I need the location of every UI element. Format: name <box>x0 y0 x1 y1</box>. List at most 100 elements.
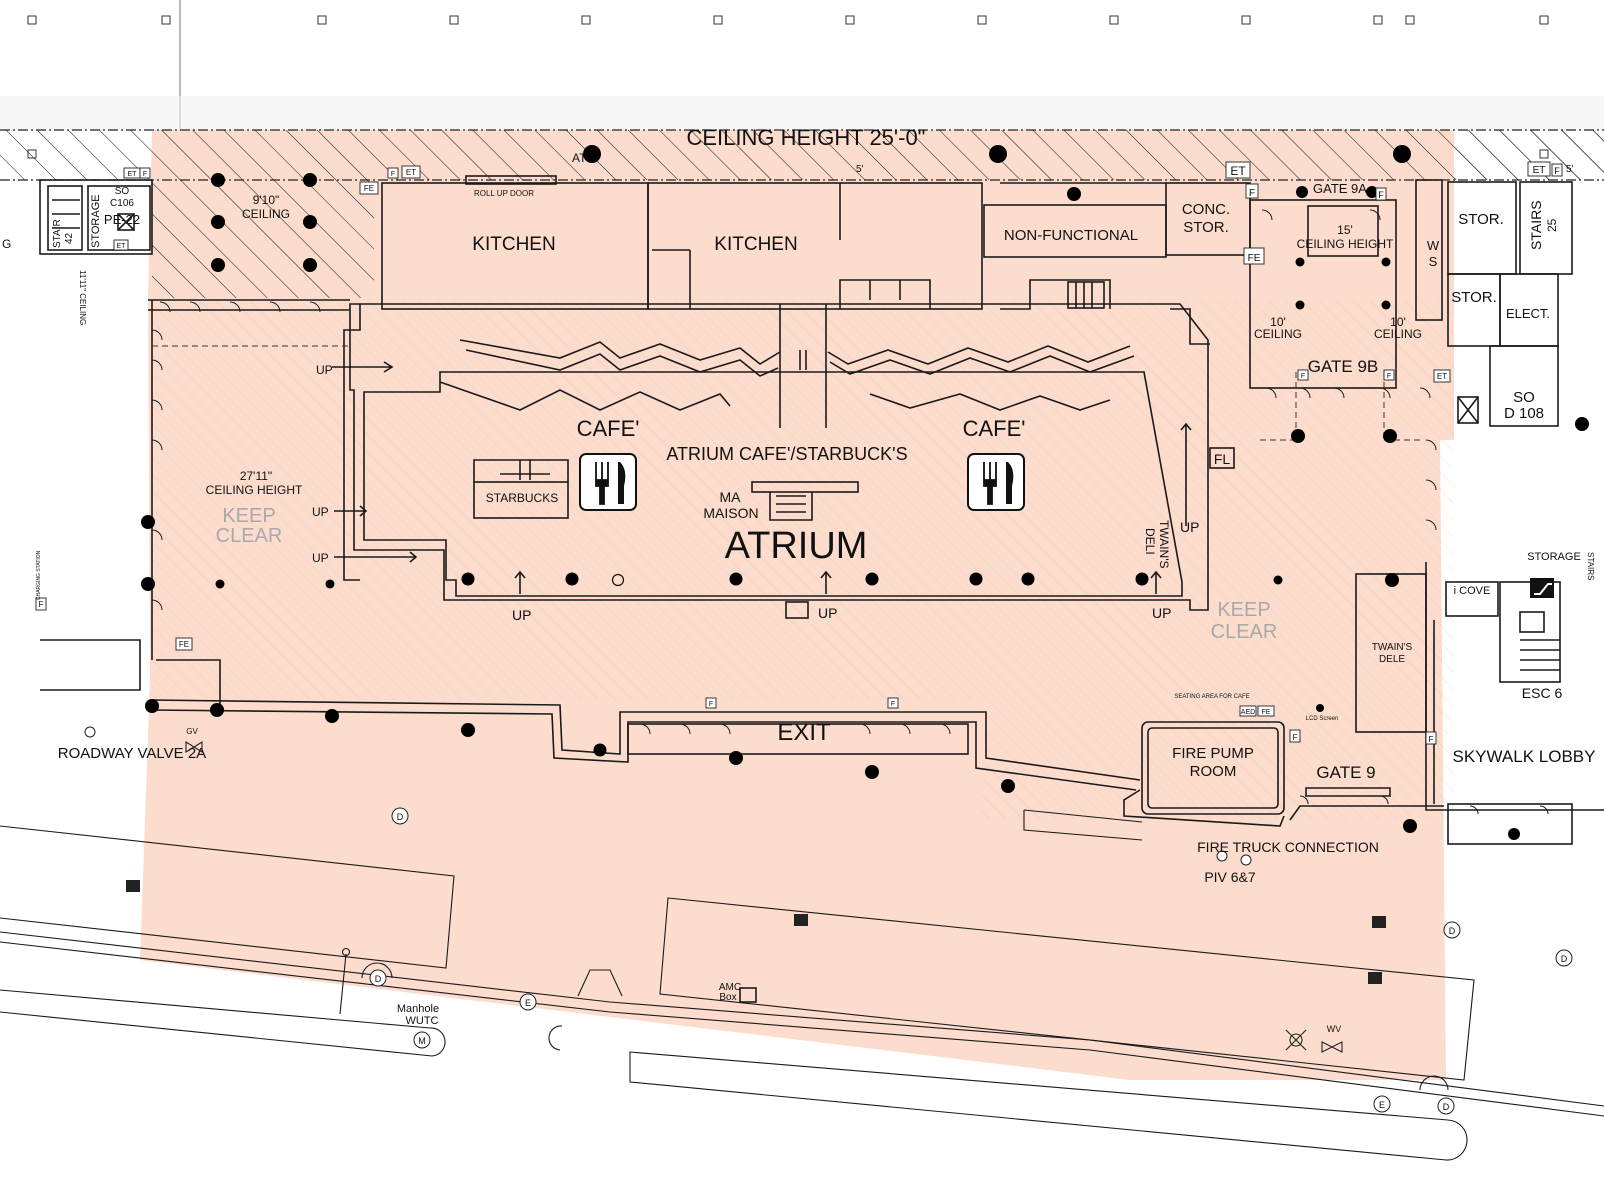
ceiling-10-left: 10' <box>1270 315 1286 329</box>
f-tag: F <box>1301 373 1305 380</box>
stor-2: STOR. <box>1451 289 1497 306</box>
ceiling-height-label: CEILING HEIGHT 25'-0" <box>686 125 925 150</box>
f-tag: F <box>391 171 395 178</box>
so-d108-b: D 108 <box>1504 405 1544 422</box>
non-functional: NON-FUNCTIONAL <box>1004 227 1138 244</box>
conc-stor-2: STOR. <box>1183 219 1229 236</box>
esc-6: ESC 6 <box>1522 685 1563 701</box>
f-tag: F <box>891 701 895 708</box>
at-mark: AT <box>572 151 587 165</box>
so-room: C106 <box>110 198 134 209</box>
site-symbols <box>84 726 1573 1115</box>
d-symbol: D <box>1443 1102 1450 1112</box>
fork-knife-icon <box>967 453 1025 511</box>
up-label: UP <box>312 551 329 565</box>
charging-station: CHARGING STATION <box>36 550 42 600</box>
maison-label: MAISON <box>703 505 758 521</box>
escalator-icon <box>1530 578 1554 598</box>
ws-s: S <box>1429 254 1438 269</box>
storage-east: STORAGE <box>1527 551 1581 563</box>
stair-label: STAIR <box>52 219 63 248</box>
gate-9: GATE 9 <box>1316 763 1375 782</box>
pe-label: PE-22 <box>104 212 140 227</box>
up-label: UP <box>818 605 837 621</box>
stair-number: 42 <box>64 232 75 244</box>
d-symbol: D <box>1449 926 1456 936</box>
kitchen-1: KITCHEN <box>472 234 555 255</box>
f-tag: F <box>1429 735 1434 744</box>
ceiling-10-right: 10' <box>1390 315 1406 329</box>
ceiling-9-10-b: CEILING <box>242 207 290 221</box>
manhole-label-b: WUTC <box>406 1015 439 1027</box>
f-tag: F <box>1378 190 1384 200</box>
keep-clear-east-b: CLEAR <box>1211 621 1278 643</box>
cafe-left: CAFE' <box>577 416 640 441</box>
ceiling-10-left-b: CEILING <box>1254 327 1302 341</box>
d-symbol: D <box>397 812 404 822</box>
fire-pump-room: FIRE PUMP <box>1172 745 1254 762</box>
piv-label: PIV 6&7 <box>1204 869 1256 885</box>
et-tag: ET <box>117 243 127 250</box>
top-band <box>0 96 1604 130</box>
wv-symbol <box>185 741 1343 1053</box>
gate-9a: GATE 9A <box>1313 181 1367 196</box>
et-tag: ET <box>1437 372 1447 381</box>
stairs-25: STAIRS <box>1528 200 1544 250</box>
ceiling-15-b: CEILING HEIGHT <box>1297 237 1394 251</box>
elect: ELECT. <box>1506 306 1550 321</box>
ceiling-hatch-left <box>152 180 374 298</box>
keep-clear-west: KEEP <box>222 505 275 527</box>
conc-stor-1: CONC. <box>1182 201 1230 218</box>
ceiling-11-11: 11'11" CEILING <box>78 270 87 325</box>
atrium-cafe-label: ATRIUM CAFE'/STARBUCK'S <box>666 444 907 464</box>
site-lines <box>0 809 1604 1161</box>
fe-tag: FE <box>1262 709 1271 716</box>
fe-tag: FE <box>179 640 189 649</box>
five-mark: 5' <box>856 164 864 175</box>
ceiling-27-11: 27'11" <box>240 469 272 483</box>
up-label: UP <box>316 363 333 377</box>
f-tag: F <box>1249 188 1255 199</box>
fire-pump-room-b: ROOM <box>1190 763 1237 780</box>
up-label: UP <box>1180 519 1199 535</box>
twains-dele: TWAIN'S <box>1372 642 1413 653</box>
so-label: SO <box>115 186 130 197</box>
ceiling-hatch-top <box>0 130 1604 180</box>
twains-deli-b: DELI <box>1143 528 1157 555</box>
so-d108: SO <box>1513 389 1535 406</box>
up-label: UP <box>512 607 531 623</box>
amc-box: AMC <box>719 982 741 993</box>
ceiling-10-right-b: CEILING <box>1374 327 1422 341</box>
five-mark-right: 5' <box>1566 164 1574 175</box>
columns <box>141 145 1589 840</box>
ma-label: MA <box>720 489 742 505</box>
ceiling-9-10: 9'10" <box>253 193 280 207</box>
ceiling-27-11-b: CEILING HEIGHT <box>206 483 303 497</box>
twains-dele-b: DELE <box>1379 654 1405 665</box>
et-tag: ET <box>406 168 416 177</box>
fe-tag: FE <box>1248 253 1261 264</box>
exit-label: EXIT <box>777 719 831 746</box>
f-tag: F <box>143 171 147 178</box>
et-tag: ET <box>128 171 138 178</box>
cafe-right: CAFE' <box>963 416 1026 441</box>
manhole-label: Manhole <box>397 1003 439 1015</box>
et-tag: ET <box>1533 165 1546 176</box>
aed-tag: AED <box>1241 709 1255 716</box>
d-symbol: D <box>1561 954 1568 964</box>
keep-clear-west-b: CLEAR <box>216 525 283 547</box>
m-symbol: M <box>418 1036 426 1046</box>
equipment-tags <box>35 161 1563 745</box>
f-tag: F <box>39 600 44 609</box>
starbucks-label: STARBUCKS <box>486 491 558 505</box>
wv-label: WV <box>1327 1024 1342 1034</box>
fork-knife-icon <box>579 453 637 511</box>
fe-tag: FE <box>364 184 374 193</box>
stairs-25-b: 25 <box>1545 218 1559 232</box>
seating-area: SEATING AREA FOR CAFE <box>1174 694 1249 700</box>
doors <box>151 209 1549 815</box>
f-tag: F <box>1554 166 1560 176</box>
fire-truck-connection: FIRE TRUCK CONNECTION <box>1197 839 1379 855</box>
highlight-zone-hatch <box>150 300 1454 820</box>
